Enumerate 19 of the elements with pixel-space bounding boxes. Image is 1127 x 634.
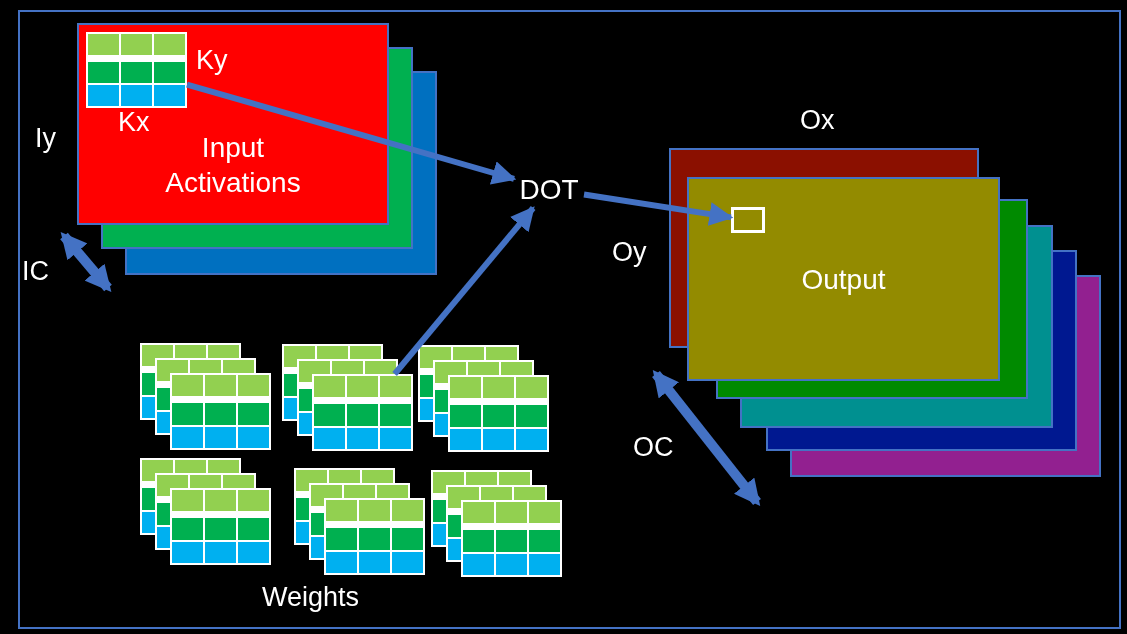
arrow [583,191,734,226]
output-feature-map [687,177,1000,381]
node-text: Output [801,262,886,297]
axis-label: Iy [35,124,56,154]
axis-label: Kx [118,108,150,138]
weight-grid [312,374,413,451]
axis-label: IC [22,257,49,287]
input-feature-map [77,23,389,225]
node-text: Input Activations [164,131,302,200]
arrow [392,206,536,376]
output-pixel [731,207,765,233]
axis-label: Ky [196,46,228,76]
arrow [186,81,517,185]
axis-label: OC [633,433,674,463]
axis-label: Oy [612,238,647,268]
kernel-grid [86,32,187,108]
axis-label: Weights [262,583,360,613]
node-text: DOT [519,172,579,207]
axis-label: Ox [800,106,835,136]
